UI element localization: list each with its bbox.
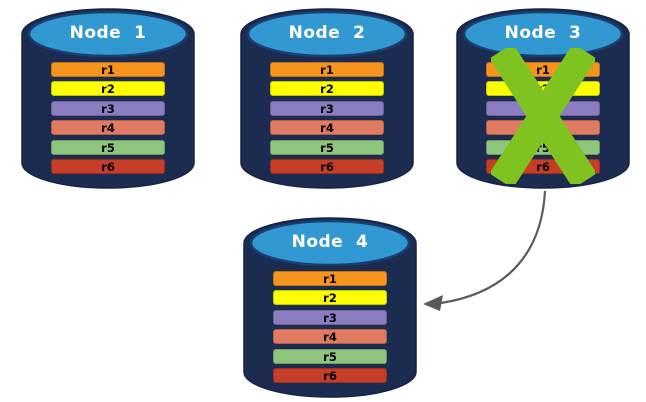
replica-list: r1 r2 r3 r4 r5 r6 bbox=[273, 271, 387, 383]
node-title: Node 2 bbox=[288, 23, 366, 43]
replica-bar-r4: r4 bbox=[270, 120, 384, 136]
replica-bar-r6: r6 bbox=[273, 367, 387, 383]
replica-bar-r1: r1 bbox=[51, 62, 165, 77]
node-title: Node 4 bbox=[291, 232, 369, 252]
replica-bar-r2: r2 bbox=[273, 290, 387, 306]
replica-list: r1 r2 r3 r4 r5 r6 bbox=[51, 62, 165, 174]
replica-bar-r3: r3 bbox=[270, 100, 384, 116]
replica-bar-r3: r3 bbox=[273, 309, 387, 325]
replica-list: r1 r2 r3 r4 r5 r6 bbox=[270, 62, 384, 174]
replica-bar-r1: r1 bbox=[273, 271, 387, 286]
replica-bar-r5: r5 bbox=[51, 139, 165, 155]
node-title: Node 3 bbox=[504, 23, 582, 43]
replica-bar-r3: r3 bbox=[51, 100, 165, 116]
node-4: Node 4 r1 r2 r3 r4 r5 r6 bbox=[242, 216, 418, 402]
node-3: Node 3 r1 r2 r3 r4 r5 r6 bbox=[455, 7, 631, 197]
replica-bar-r4: r4 bbox=[273, 329, 387, 345]
replica-bar-r4: r4 bbox=[51, 120, 165, 136]
node-1: Node 1 r1 r2 r3 r4 r5 r6 bbox=[20, 7, 196, 197]
node-2: Node 2 r1 r2 r3 r4 r5 r6 bbox=[239, 7, 415, 197]
replica-bar-r5: r5 bbox=[270, 139, 384, 155]
replica-bar-r2: r2 bbox=[51, 81, 165, 97]
failed-x-icon bbox=[491, 48, 595, 184]
replica-bar-r2: r2 bbox=[270, 81, 384, 97]
node-title: Node 1 bbox=[69, 23, 147, 43]
replica-bar-r6: r6 bbox=[51, 158, 165, 174]
replica-bar-r1: r1 bbox=[270, 62, 384, 77]
replica-bar-r6: r6 bbox=[270, 158, 384, 174]
replica-bar-r5: r5 bbox=[273, 348, 387, 364]
